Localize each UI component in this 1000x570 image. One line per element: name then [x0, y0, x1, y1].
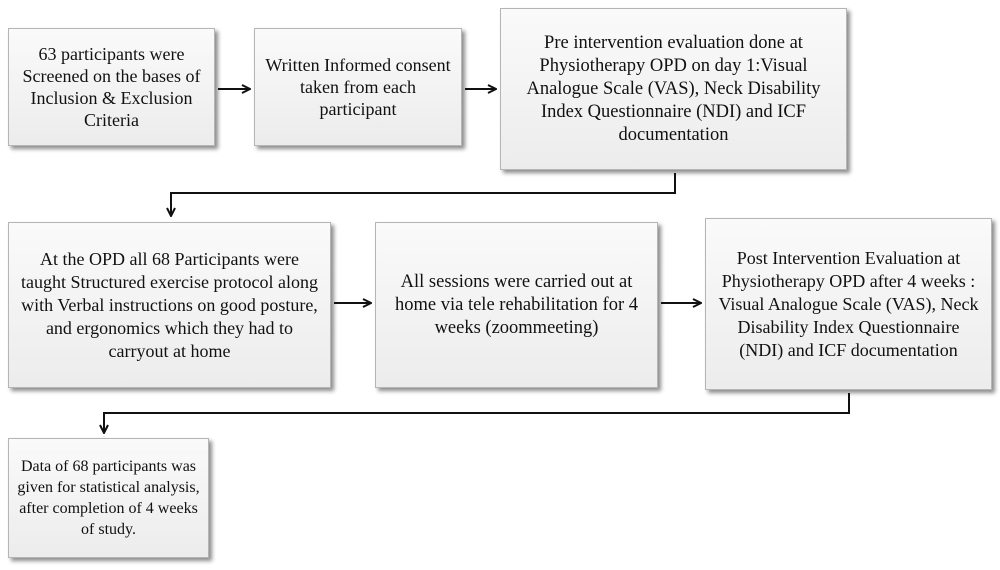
step-tele-rehab-text: All sessions were carried out at home vi…: [395, 271, 638, 338]
step-screening-text: 63 participants were Screened on the bas…: [22, 44, 201, 130]
step-post-evaluation-text: Post Intervention Evaluation at Physioth…: [718, 247, 979, 360]
step-data-analysis-box: Data of 68 participants was given for st…: [8, 438, 209, 558]
arrow-pre-evaluation-to-exercise-training: [171, 173, 676, 215]
step-pre-evaluation-box: Pre intervention evaluation done at Phys…: [500, 8, 847, 170]
step-data-analysis-text: Data of 68 participants was given for st…: [17, 458, 200, 538]
step-pre-evaluation-text: Pre intervention evaluation done at Phys…: [526, 32, 821, 145]
step-post-evaluation-box: Post Intervention Evaluation at Physioth…: [705, 218, 992, 390]
step-screening-box: 63 participants were Screened on the bas…: [8, 28, 215, 146]
step-exercise-training-box: At the OPD all 68 Participants were taug…: [8, 222, 331, 388]
step-consent-box: Written Informed consent taken from each…: [254, 28, 462, 146]
step-consent-text: Written Informed consent taken from each…: [265, 55, 451, 119]
step-tele-rehab-box: All sessions were carried out at home vi…: [375, 222, 658, 388]
arrow-post-evaluation-to-data-analysis: [104, 393, 850, 432]
step-exercise-training-text: At the OPD all 68 Participants were taug…: [21, 248, 318, 361]
